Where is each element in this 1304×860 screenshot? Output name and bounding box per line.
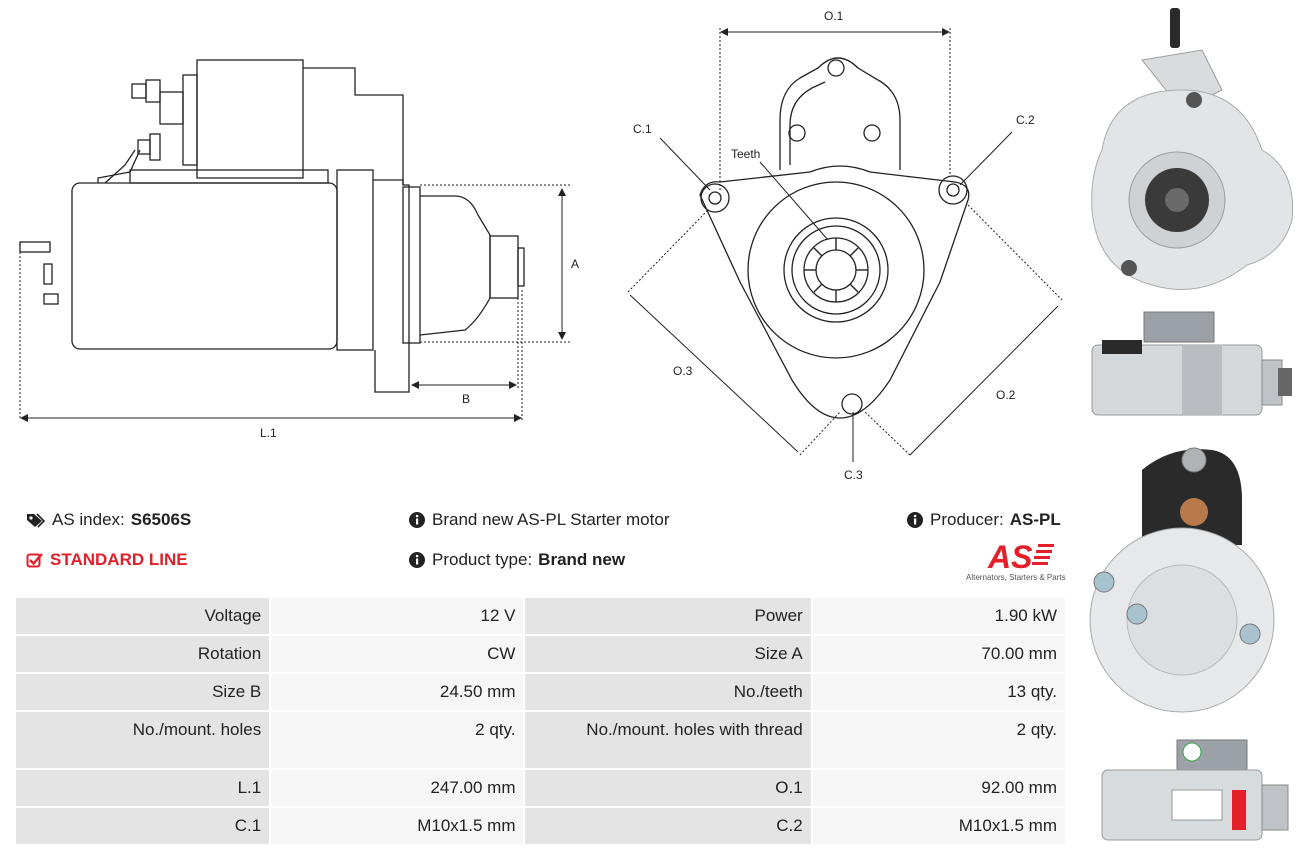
table-row: Rotation CW Size A 70.00 mm: [13, 634, 1068, 674]
product-description: Brand new AS-PL Starter motor: [408, 510, 669, 530]
producer-value: AS-PL: [1009, 510, 1061, 529]
check-square-icon: [26, 553, 43, 568]
spec-value: M10x1.5 mm: [269, 806, 526, 846]
producer-label: Producer:: [930, 510, 1004, 529]
table-row: C.1 M10x1.5 mm C.2 M10x1.5 mm: [13, 806, 1068, 846]
dim-l1-label: L.1: [260, 426, 277, 440]
front-view-drawing: [627, 28, 1063, 462]
product-photos: [1082, 0, 1302, 860]
spec-value: 2 qty.: [269, 710, 526, 770]
product-type-label: Product type:: [432, 550, 533, 569]
spec-key: C.1: [13, 806, 272, 846]
photo-side-view: [1091, 311, 1292, 416]
product-type: Product type: Brand new: [408, 550, 625, 570]
producer: Producer: AS-PL: [906, 510, 1061, 530]
standard-line: STANDARD LINE: [26, 550, 188, 570]
dim-o2-label: O.2: [996, 388, 1016, 402]
spec-value: 13 qty.: [810, 672, 1068, 712]
dim-a-label: A: [571, 257, 580, 271]
description-text: Brand new AS-PL Starter motor: [432, 510, 670, 529]
spec-value: M10x1.5 mm: [810, 806, 1068, 846]
as-logo-icon: AS: [987, 539, 1054, 572]
spec-key: Size B: [13, 672, 272, 712]
dim-c1-label: C.1: [633, 122, 652, 136]
as-index-label: AS index:: [52, 510, 125, 529]
spec-value: CW: [269, 634, 526, 674]
photo-labeled-view: [1101, 739, 1289, 841]
photo-rear-view: [1089, 447, 1275, 713]
spec-key: No./mount. holes with thread: [523, 710, 813, 770]
as-pl-logo: AS Alternators, Starters & Parts: [966, 538, 1068, 584]
spec-table: Voltage 12 V Power 1.90 kW Rotation CW S…: [13, 596, 1068, 846]
table-row: L.1 247.00 mm O.1 92.00 mm: [13, 768, 1068, 808]
info-icon: [907, 512, 923, 528]
spec-value: 12 V: [269, 596, 526, 636]
spec-key: Power: [523, 596, 813, 636]
table-row: Voltage 12 V Power 1.90 kW: [13, 596, 1068, 636]
logo-tagline: Alternators, Starters & Parts: [966, 573, 1066, 582]
spec-key: L.1: [13, 768, 272, 808]
table-row: Size B 24.50 mm No./teeth 13 qty.: [13, 672, 1068, 712]
spec-key: C.2: [523, 806, 813, 846]
product-type-value: Brand new: [538, 550, 626, 569]
logo-text: AS: [987, 539, 1033, 572]
spec-value: 247.00 mm: [269, 768, 526, 808]
spec-key: Rotation: [13, 634, 272, 674]
spec-key: Voltage: [13, 596, 272, 636]
teeth-label: Teeth: [731, 147, 761, 161]
spec-value: 2 qty.: [810, 710, 1068, 770]
spec-value: 24.50 mm: [269, 672, 526, 712]
dim-o3-label: O.3: [673, 364, 693, 378]
spec-key: No./teeth: [523, 672, 813, 712]
info-icon: [409, 512, 425, 528]
spec-value: 70.00 mm: [810, 634, 1068, 674]
dim-o1-label: O.1: [824, 9, 844, 23]
photo-front-view: [1091, 8, 1294, 290]
info-icon: [409, 552, 425, 568]
spec-value: 1.90 kW: [810, 596, 1068, 636]
dim-c3-label: C.3: [844, 468, 863, 482]
as-index-value: S6506S: [130, 510, 192, 529]
spec-value: 92.00 mm: [810, 768, 1068, 808]
dim-c2-label: C.2: [1016, 113, 1035, 127]
spec-key: No./mount. holes: [13, 710, 272, 770]
as-index: AS index: S6506S: [26, 510, 191, 530]
spec-key: O.1: [523, 768, 813, 808]
table-row: No./mount. holes 2 qty. No./mount. holes…: [13, 710, 1068, 770]
dim-b-label: B: [462, 392, 471, 406]
standard-line-text: STANDARD LINE: [50, 550, 188, 569]
tags-icon: [27, 513, 46, 528]
side-view-drawing: [19, 59, 570, 422]
spec-key: Size A: [523, 634, 813, 674]
